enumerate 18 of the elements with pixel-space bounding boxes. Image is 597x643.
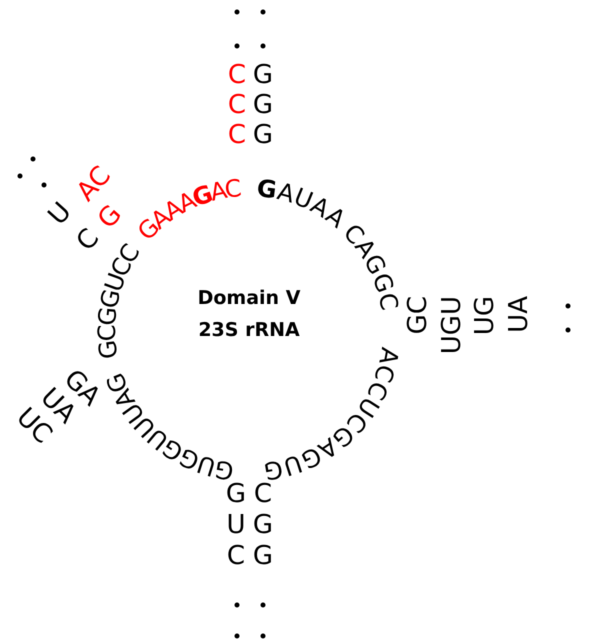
nucleotide-label: G	[252, 510, 274, 540]
center-label: 23S rRNA	[198, 319, 300, 341]
nucleotide-pair: UG	[470, 296, 500, 336]
center-label: Domain V	[198, 287, 300, 309]
nucleotide-label: G	[252, 120, 274, 150]
nucleotide-label: C	[228, 90, 246, 120]
nucleotide-pair: GC	[403, 296, 433, 334]
nucleotide-label: G	[252, 90, 274, 120]
nucleotide-label: C	[228, 60, 246, 90]
nucleotide-label: C	[226, 541, 246, 571]
nucleotide-label: C	[228, 120, 246, 150]
nucleotide-label: G	[226, 479, 246, 509]
nucleotide-pair: UA	[504, 296, 534, 333]
nucleotide-label: U	[226, 510, 246, 540]
nucleotide-label: C	[254, 479, 272, 509]
nucleotide-pair: UGU	[437, 296, 467, 354]
nucleotide-label: G	[252, 60, 274, 90]
nucleotide-label: G	[252, 541, 274, 571]
